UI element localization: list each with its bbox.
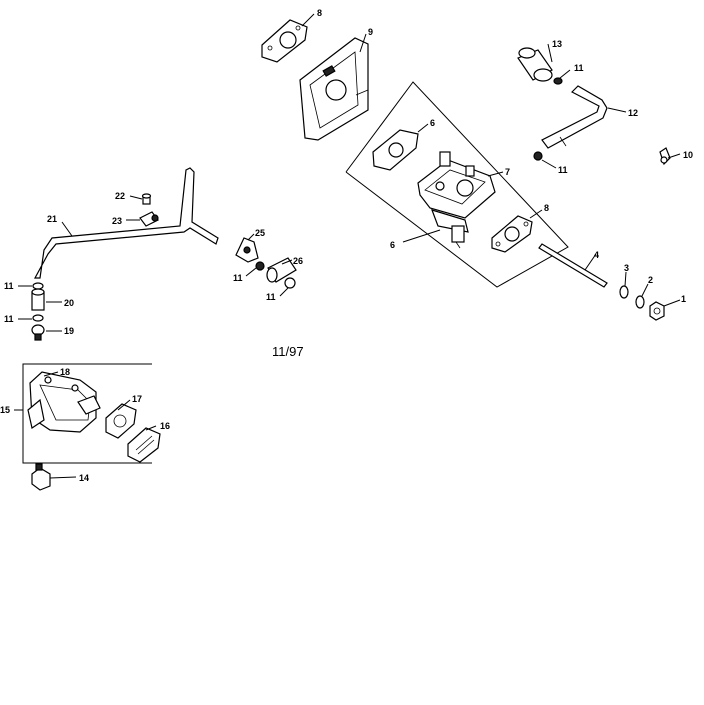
fuel-pump [27,371,101,433]
fuel-filter [266,257,297,283]
clamp-left-bottom [32,314,44,322]
callout-25: 25 [255,228,265,238]
diagram-code: 11/97 [272,344,304,359]
callout-9: 9 [368,27,373,37]
callout-7: 7 [505,167,510,177]
callout-11-solenoid: 11 [574,63,584,73]
washer-small [619,285,629,299]
fuel-line-long [33,167,219,279]
fitting-23 [139,211,159,227]
clamp-fuel-line [533,151,543,161]
line-clamp-25 [235,237,259,263]
callout-21: 21 [47,214,57,224]
callout-11-clamp-a: 11 [233,273,243,283]
callout-12: 12 [628,108,638,118]
fuel-pump-kit-outline [22,363,152,464]
callout-3: 3 [624,263,629,273]
gasket-carb-inner [372,129,419,171]
elbow-fitting-14 [31,463,51,491]
callout-labels: 8 9 6 7 8 6 13 11 12 11 10 4 3 2 1 22 23… [0,8,693,483]
fitting-22 [141,193,152,205]
callout-2: 2 [648,275,653,285]
callout-11-left-bottom: 11 [4,314,14,324]
callout-22: 22 [115,191,125,201]
fuel-filter-small [31,288,45,311]
fitting-19 [31,324,45,341]
carburetor [417,151,496,249]
gasket-carb-outer [491,215,533,253]
line-clip [659,147,671,166]
callout-15: 15 [0,405,10,415]
callout-13: 13 [552,39,562,49]
callout-6-inner: 6 [430,118,435,128]
fuel-line-elbow [541,85,608,149]
callout-4: 4 [594,250,599,260]
callout-17: 17 [132,394,142,404]
hex-nut [649,301,665,321]
pump-plate [127,427,161,463]
callout-8-top: 8 [317,8,322,18]
lock-washer [635,295,645,309]
callout-14: 14 [79,473,89,483]
carburetor-assembly-outline [345,81,569,288]
callout-6-outer: 6 [390,240,395,250]
callout-11-left-top: 11 [4,281,14,291]
callout-1: 1 [681,294,686,304]
clamp-filter-b [284,277,296,289]
callout-11-clamp-b: 11 [266,292,276,302]
callout-20: 20 [64,298,74,308]
fuel-solenoid [517,47,553,82]
pump-gasket [105,403,137,439]
callout-18: 18 [60,367,70,377]
gasket-top [261,19,308,63]
callout-26: 26 [293,256,303,266]
leader-lines [14,13,681,479]
mounting-stud [538,243,608,288]
callout-23: 23 [112,216,122,226]
callout-16: 16 [160,421,170,431]
clamp-left-top [32,282,44,290]
callout-11-fuel-line: 11 [558,165,568,175]
callout-8-inner: 8 [544,203,549,213]
callout-19: 19 [64,326,74,336]
heat-shield [299,37,369,141]
callout-10: 10 [683,150,693,160]
clamp-filter-a [255,261,265,271]
clamp-solenoid [553,77,563,85]
